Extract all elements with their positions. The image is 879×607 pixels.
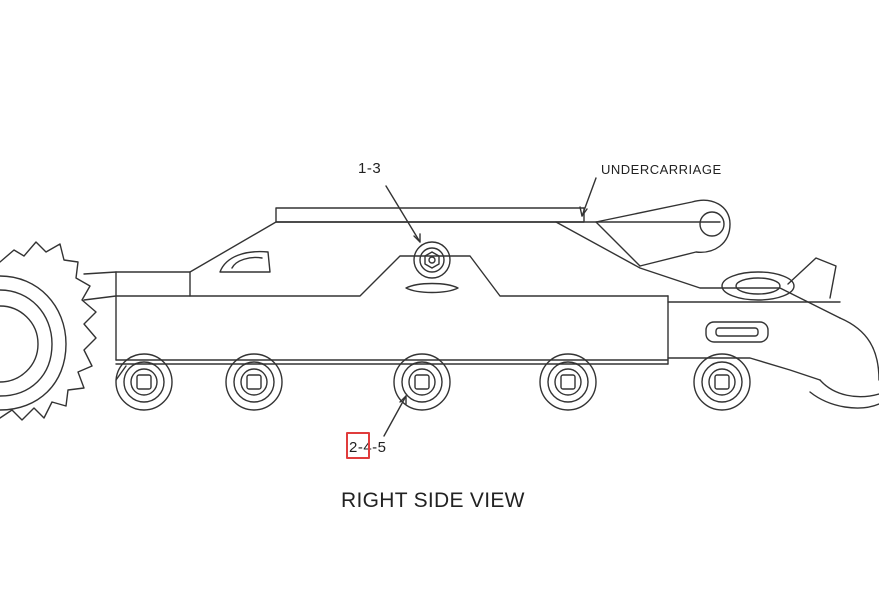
leader-lines: [383, 177, 597, 437]
main-frame: [83, 221, 841, 381]
left-pad: [219, 250, 271, 273]
leader-undercarriage-arrow: [579, 206, 588, 217]
undercarriage-bracket: [595, 199, 731, 267]
callout-remaining-numbers: -4-5: [357, 438, 387, 456]
leader-1-3-arrow: [413, 233, 421, 243]
view-title: RIGHT SIDE VIEW: [341, 489, 525, 512]
highlight-box: [346, 432, 370, 459]
roller-2: [225, 353, 283, 411]
callout-label-1-3: 1-3: [358, 160, 382, 177]
leader-undercarriage: [581, 177, 597, 217]
sprocket-wheel: [0, 241, 97, 421]
roller-3: [393, 353, 451, 411]
leader-2-4-5-arrow: [399, 395, 407, 405]
callout-highlight-number: 2: [349, 438, 358, 456]
end-bearing: [721, 257, 879, 409]
callout-label-undercarriage: UNDERCARRIAGE: [601, 162, 722, 177]
center-pivot-hub: [405, 241, 459, 294]
adjuster-slot: [705, 321, 769, 343]
leader-1-3: [385, 185, 421, 243]
callout-label-2-4-5: 2 -4-5: [349, 435, 387, 459]
roller-5: [693, 353, 751, 411]
roller-1: [115, 353, 173, 411]
leader-2-4-5: [383, 395, 407, 437]
top-plate: [275, 207, 721, 223]
roller-4: [539, 353, 597, 411]
track-rollers: [115, 353, 751, 411]
